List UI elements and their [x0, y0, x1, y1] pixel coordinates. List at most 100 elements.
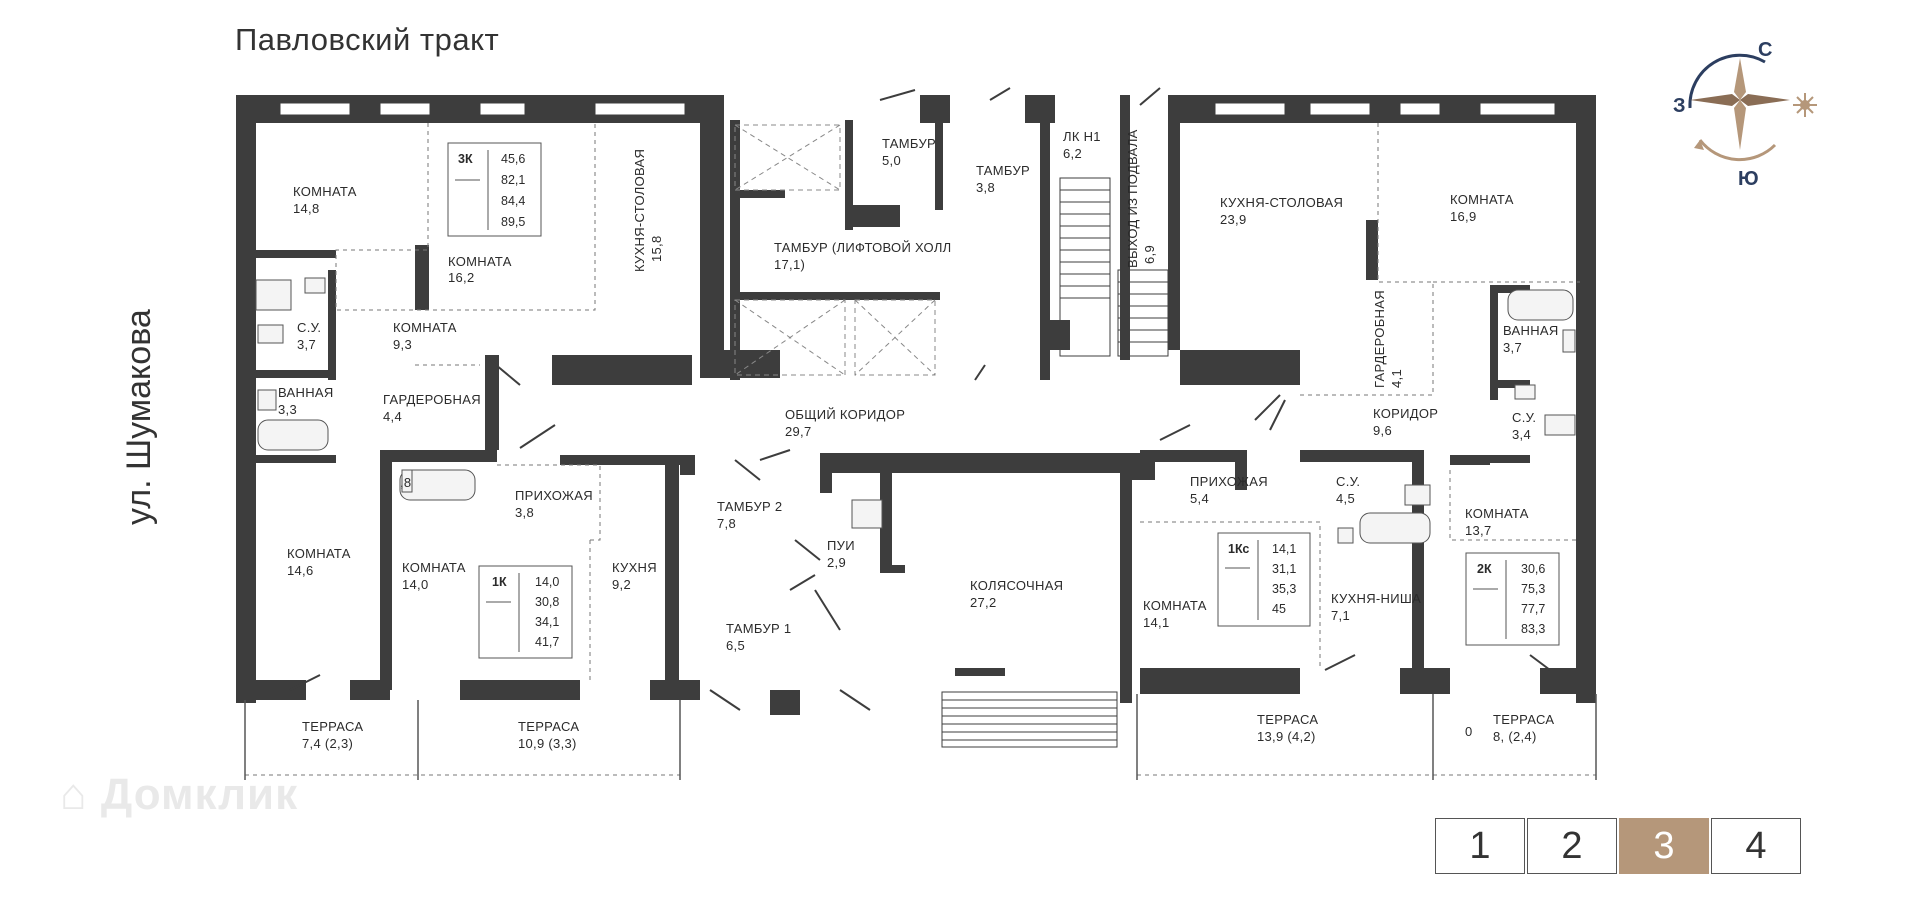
svg-text:ОБЩИЙ КОРИДОР: ОБЩИЙ КОРИДОР [785, 407, 905, 422]
street-name-top: Павловский тракт [235, 22, 500, 57]
floor-button-2[interactable]: 2 [1527, 818, 1617, 874]
svg-text:ПРИХОЖАЯ: ПРИХОЖАЯ [1190, 474, 1268, 489]
svg-text:5,0: 5,0 [882, 153, 901, 168]
svg-text:45,6: 45,6 [501, 152, 525, 166]
svg-text:ГАРДЕРОБНАЯ: ГАРДЕРОБНАЯ [1372, 290, 1387, 388]
svg-text:КОРИДОР: КОРИДОР [1373, 406, 1438, 421]
house-logo-icon: ⌂ [60, 770, 88, 819]
watermark: ⌂ Домклик [60, 770, 299, 819]
stairs [941, 177, 1169, 748]
svg-text:89,5: 89,5 [501, 215, 525, 229]
svg-text:1К: 1К [492, 575, 507, 589]
svg-text:8, (2,4): 8, (2,4) [1493, 729, 1537, 744]
svg-text:3,3: 3,3 [278, 402, 297, 417]
door-swings [289, 87, 1551, 711]
svg-text:КУХНЯ: КУХНЯ [612, 560, 657, 575]
svg-text:3К: 3К [458, 152, 473, 166]
svg-text:14,1: 14,1 [1143, 615, 1170, 630]
svg-text:35,3: 35,3 [1272, 582, 1296, 596]
compass-south: Ю [1738, 168, 1759, 190]
svg-text:5,4: 5,4 [1190, 491, 1209, 506]
svg-text:С.У.: С.У. [1512, 410, 1536, 425]
svg-text:4,1: 4,1 [1389, 369, 1404, 388]
svg-text:23,9: 23,9 [1220, 212, 1247, 227]
svg-text:84,4: 84,4 [501, 194, 525, 208]
svg-text:ЛК Н1: ЛК Н1 [1063, 129, 1101, 144]
svg-text:ТЕРРАСА: ТЕРРАСА [518, 719, 579, 734]
svg-text:45: 45 [1272, 602, 1286, 616]
svg-text:16,2: 16,2 [448, 270, 475, 285]
svg-text:30,6: 30,6 [1521, 562, 1545, 576]
svg-text:ТАМБУР: ТАМБУР [882, 136, 936, 151]
svg-text:6,5: 6,5 [726, 638, 745, 653]
svg-text:16,9: 16,9 [1450, 209, 1477, 224]
svg-text:ТАМБУР 1: ТАМБУР 1 [726, 621, 791, 636]
svg-text:6,9: 6,9 [1142, 245, 1157, 264]
svg-text:ВАННАЯ: ВАННАЯ [278, 385, 334, 400]
svg-text:КОМНАТА: КОМНАТА [287, 546, 351, 561]
svg-text:77,7: 77,7 [1521, 602, 1545, 616]
svg-text:3,7: 3,7 [1503, 340, 1522, 355]
floor-button-4[interactable]: 4 [1711, 818, 1801, 874]
apartment-box-3k[interactable]: 3К 45,6 82,1 84,4 89,5 [447, 142, 542, 237]
compass-rose-icon: С З Ю [1673, 40, 1817, 190]
svg-text:2,9: 2,9 [827, 555, 846, 570]
svg-text:30,8: 30,8 [535, 595, 559, 609]
svg-text:9,2: 9,2 [612, 577, 631, 592]
svg-text:,8: ,8 [400, 475, 411, 490]
apartment-box-1ks[interactable]: 1Кс 14,1 31,1 35,3 45 [1217, 532, 1311, 627]
compass-west: З [1673, 95, 1686, 117]
svg-text:13,9 (4,2): 13,9 (4,2) [1257, 729, 1316, 744]
svg-text:КОЛЯСОЧНАЯ: КОЛЯСОЧНАЯ [970, 578, 1063, 593]
svg-text:83,3: 83,3 [1521, 622, 1545, 636]
svg-text:3,8: 3,8 [515, 505, 534, 520]
svg-text:2К: 2К [1477, 562, 1492, 576]
svg-text:31,1: 31,1 [1272, 562, 1296, 576]
svg-text:7,8: 7,8 [717, 516, 736, 531]
svg-text:ГАРДЕРОБНАЯ: ГАРДЕРОБНАЯ [383, 392, 481, 407]
svg-text:КУХНЯ-НИША: КУХНЯ-НИША [1331, 591, 1421, 606]
svg-text:6,2: 6,2 [1063, 146, 1082, 161]
svg-text:0: 0 [1465, 724, 1473, 739]
svg-text:14,1: 14,1 [1272, 542, 1296, 556]
svg-text:ТАМБУР 2: ТАМБУР 2 [717, 499, 782, 514]
svg-text:КОМНАТА: КОМНАТА [402, 560, 466, 575]
svg-text:15,8: 15,8 [649, 235, 664, 262]
svg-text:14,6: 14,6 [287, 563, 314, 578]
svg-text:9,6: 9,6 [1373, 423, 1392, 438]
svg-text:3,7: 3,7 [297, 337, 316, 352]
svg-text:82,1: 82,1 [501, 173, 525, 187]
svg-text:14,8: 14,8 [293, 201, 320, 216]
svg-text:41,7: 41,7 [535, 635, 559, 649]
svg-text:13,7: 13,7 [1465, 523, 1492, 538]
svg-text:7,1: 7,1 [1331, 608, 1350, 623]
floor-button-3[interactable]: 3 [1619, 818, 1709, 874]
floor-selector: 1 2 3 4 [1435, 818, 1810, 874]
svg-text:4,4: 4,4 [383, 409, 402, 424]
svg-text:27,2: 27,2 [970, 595, 997, 610]
svg-text:14,0: 14,0 [535, 575, 559, 589]
svg-text:4,5: 4,5 [1336, 491, 1355, 506]
svg-text:ТЕРРАСА: ТЕРРАСА [302, 719, 363, 734]
svg-text:ПУИ: ПУИ [827, 538, 855, 553]
dashed-zones [245, 123, 1596, 776]
floor-button-1[interactable]: 1 [1435, 818, 1525, 874]
svg-text:С.У.: С.У. [297, 320, 321, 335]
compass-star-icon [1690, 58, 1790, 150]
svg-text:ВАННАЯ: ВАННАЯ [1503, 323, 1559, 338]
sun-icon [1793, 93, 1817, 117]
svg-text:29,7: 29,7 [785, 424, 812, 439]
svg-text:ТАМБУР: ТАМБУР [976, 163, 1030, 178]
svg-text:14,0: 14,0 [402, 577, 429, 592]
svg-text:КОМНАТА: КОМНАТА [448, 254, 512, 269]
apartment-box-1k[interactable]: 1К 14,0 30,8 34,1 41,7 [478, 565, 573, 659]
svg-text:ПРИХОЖАЯ: ПРИХОЖАЯ [515, 488, 593, 503]
svg-text:9,3: 9,3 [393, 337, 412, 352]
svg-text:34,1: 34,1 [535, 615, 559, 629]
svg-text:КУХНЯ-СТОЛОВАЯ: КУХНЯ-СТОЛОВАЯ [632, 149, 647, 272]
svg-text:КОМНАТА: КОМНАТА [393, 320, 457, 335]
apartment-box-2k[interactable]: 2К 30,6 75,3 77,7 83,3 [1465, 552, 1560, 646]
svg-text:ВЫХОД ИЗ ПОДВАЛА: ВЫХОД ИЗ ПОДВАЛА [1125, 129, 1140, 268]
svg-text:КУХНЯ-СТОЛОВАЯ: КУХНЯ-СТОЛОВАЯ [1220, 195, 1343, 210]
